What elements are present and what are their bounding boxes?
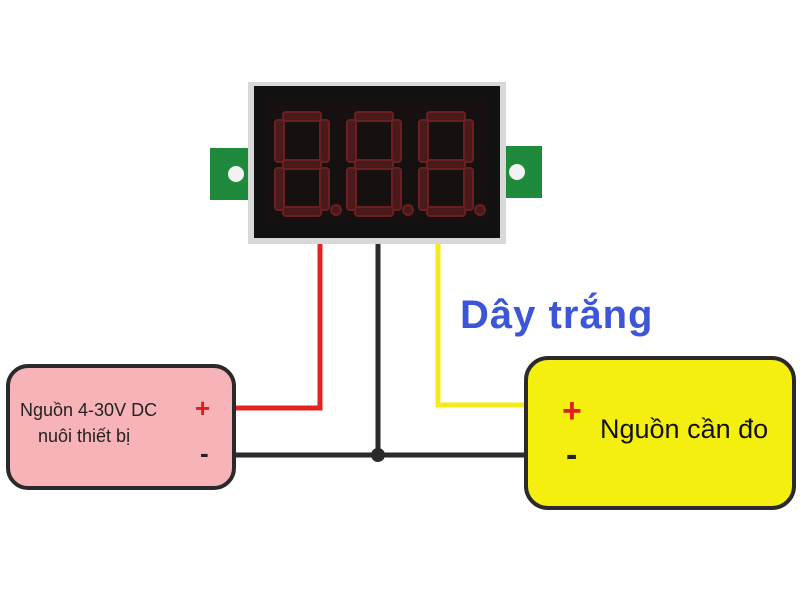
digit-1	[274, 111, 342, 217]
supply-label-line2: nuôi thiết bị	[38, 426, 131, 446]
supply-plus-terminal: +	[195, 393, 211, 423]
red-wire	[232, 242, 323, 411]
white-wire-label: Dây trắng	[460, 293, 654, 337]
right-mount-hole	[509, 164, 525, 180]
seven-segment-digits	[274, 111, 486, 217]
left-mount-hole	[228, 166, 244, 182]
digit-3	[418, 111, 486, 217]
junction-dot	[371, 448, 385, 462]
yellow-wire	[435, 242, 528, 408]
supply-box	[6, 364, 236, 490]
measure-source-label: Nguồn cần đo	[600, 414, 769, 444]
digit-2	[346, 111, 414, 217]
wires	[232, 242, 528, 462]
supply-label-line1: Nguồn 4-30V DC	[20, 400, 158, 420]
measure-minus-terminal: -	[566, 436, 578, 474]
voltmeter-module	[210, 82, 542, 244]
measure-plus-terminal: +	[562, 392, 582, 430]
supply-minus-terminal: -	[200, 438, 209, 468]
measure-box	[524, 356, 796, 510]
